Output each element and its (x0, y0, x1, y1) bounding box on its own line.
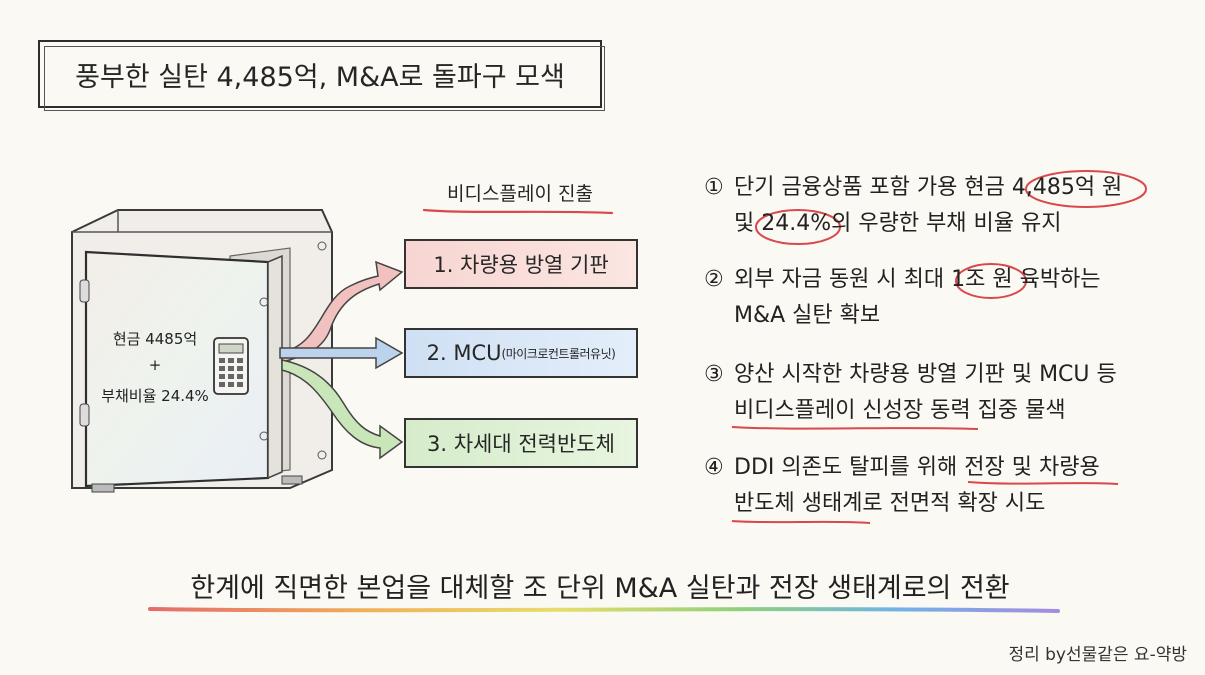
point-text: M&A 실탄 확보 (734, 303, 881, 328)
point-text: 비디스플레이 신성장 동력 집중 물색 (734, 398, 1066, 423)
point-text: 단기 금융상품 포함 가용 현금 4,485억 원 (734, 175, 1123, 200)
point-number: ② (704, 267, 724, 292)
branch-box-1: 1. 차량용 방열 기판 (404, 239, 638, 289)
highlight-circle-cash (1025, 170, 1147, 208)
credit-text: 정리 by선물같은 요-약방 (1008, 645, 1187, 665)
point-2: ② 외부 자금 동원 시 최대 1조 원 육박하는 M&A 실탄 확보 (704, 262, 1101, 334)
branch-header-underline (422, 208, 614, 215)
branch-label: 3. 차세대 전력반도체 (427, 432, 615, 456)
conclusion-underline (148, 607, 1060, 613)
page-title: 풍부한 실탄 4,485억, M&A로 돌파구 모색 (75, 61, 565, 93)
branch-box-3: 3. 차세대 전력반도체 (404, 418, 638, 468)
underline-point4-a (967, 481, 1119, 485)
point-4: ④ DDI 의존도 탈피를 위해 전장 및 차량용 반도체 생태계로 전면적 확장… (704, 450, 1100, 522)
arrow-to-branch-3 (281, 359, 404, 460)
point-number: ① (704, 175, 724, 200)
branch-header: 비디스플레이 진출 (447, 183, 593, 205)
branch-label: 1. 차량용 방열 기판 (433, 253, 609, 277)
branch-sublabel: (마이크로컨트롤러유닛) (501, 346, 616, 361)
arrow-to-branch-2 (279, 336, 404, 370)
highlight-circle-ratio (755, 209, 841, 245)
point-1: ① 단기 금융상품 포함 가용 현금 4,485억 원 및 24.4%의 우량한 … (704, 170, 1122, 242)
point-text: 반도체 생태계로 전면적 확장 시도 (734, 491, 1046, 516)
branch-label: 2. MCU (426, 341, 502, 365)
safe-plus-label: + (148, 356, 162, 374)
point-text: 외부 자금 동원 시 최대 1조 원 육박하는 (734, 267, 1101, 292)
safe-cash-label: 현금 4485억 (112, 330, 198, 348)
point-text: 및 24.4%의 우량한 부채 비율 유지 (734, 211, 1062, 236)
point-3: ③ 양산 시작한 차량용 방열 기판 및 MCU 등 비디스플레이 신성장 동력 … (704, 357, 1117, 429)
title-box: 풍부한 실탄 4,485억, M&A로 돌파구 모색 (38, 40, 605, 111)
point-text: 양산 시작한 차량용 방열 기판 및 MCU 등 (734, 362, 1117, 387)
underline-point4-b (731, 520, 871, 524)
highlight-circle-1trillion (955, 263, 1027, 299)
safe-ratio-label: 부채비율 24.4% (101, 387, 209, 405)
point-text: DDI 의존도 탈피를 위해 전장 및 차량용 (734, 455, 1100, 480)
point-number: ③ (704, 362, 724, 387)
keypad-icon (213, 337, 249, 395)
underline-point3 (731, 426, 979, 430)
point-number: ④ (704, 455, 724, 480)
conclusion-text: 한계에 직면한 본업을 대체할 조 단위 M&A 실탄과 전장 생태계로의 전환 (190, 573, 1010, 604)
arrow-to-branch-1 (281, 260, 404, 363)
branch-box-2: 2. MCU(마이크로컨트롤러유닛) (404, 328, 638, 378)
safe-illustration (71, 209, 333, 493)
